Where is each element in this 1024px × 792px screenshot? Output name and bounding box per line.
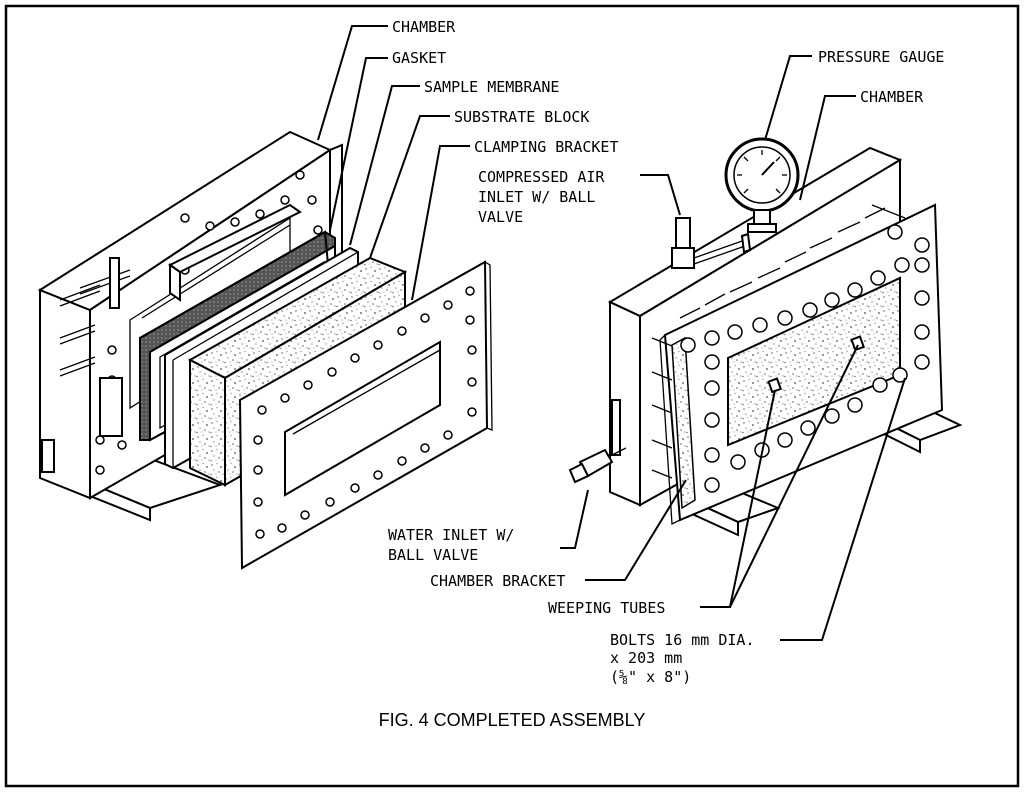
clamping-bracket-holes (253, 286, 477, 539)
clamping-bracket-part (238, 260, 493, 570)
right-clamping-plate (659, 203, 944, 526)
label-pressure-gauge: PRESSURE GAUGE (818, 48, 944, 66)
bolt-heads (680, 224, 930, 493)
label-bolts-line3: (⅝" x 8") (610, 668, 691, 686)
label-clamping-bracket: CLAMPING BRACKET (474, 138, 619, 156)
label-bolts-line1: BOLTS 16 mm DIA. (610, 631, 755, 649)
label-gasket: GASKET (392, 49, 446, 67)
figure-caption: FIG. 4 COMPLETED ASSEMBLY (379, 710, 646, 730)
label-weeping-tubes: WEEPING TUBES (548, 599, 665, 617)
weeping-tubes (767, 335, 866, 394)
label-sample-membrane: SAMPLE MEMBRANE (424, 78, 559, 96)
label-water-inlet-line2: BALL VALVE (388, 546, 478, 564)
label-compressed-air-line3: VALVE (478, 208, 523, 226)
label-substrate-block: SUBSTRATE BLOCK (454, 108, 589, 126)
assembled-view: PRESSURE GAUGE CHAMBER COMPRESSED AIR IN… (388, 48, 963, 686)
label-bolts-line2: x 203 mm (610, 649, 682, 667)
label-chamber-left: CHAMBER (392, 18, 456, 36)
compressed-air-valve (671, 217, 752, 269)
figure-border (4, 4, 1020, 788)
label-compressed-air-line2: INLET W/ BALL (478, 188, 595, 206)
label-chamber-bracket: CHAMBER BRACKET (430, 572, 565, 590)
bolt-rods (651, 204, 906, 479)
right-leader-lines (560, 55, 906, 641)
water-inlet-valve (568, 399, 627, 484)
label-compressed-air-line1: COMPRESSED AIR (478, 168, 605, 186)
exploded-view: CHAMBER GASKET SAMPLE MEMBRANE SUBSTRATE… (37, 18, 619, 570)
left-leader-lines (317, 25, 470, 301)
pressure-gauge-part (724, 137, 800, 233)
label-chamber-right: CHAMBER (860, 88, 924, 106)
label-water-inlet-line1: WATER INLET W/ (388, 526, 514, 544)
